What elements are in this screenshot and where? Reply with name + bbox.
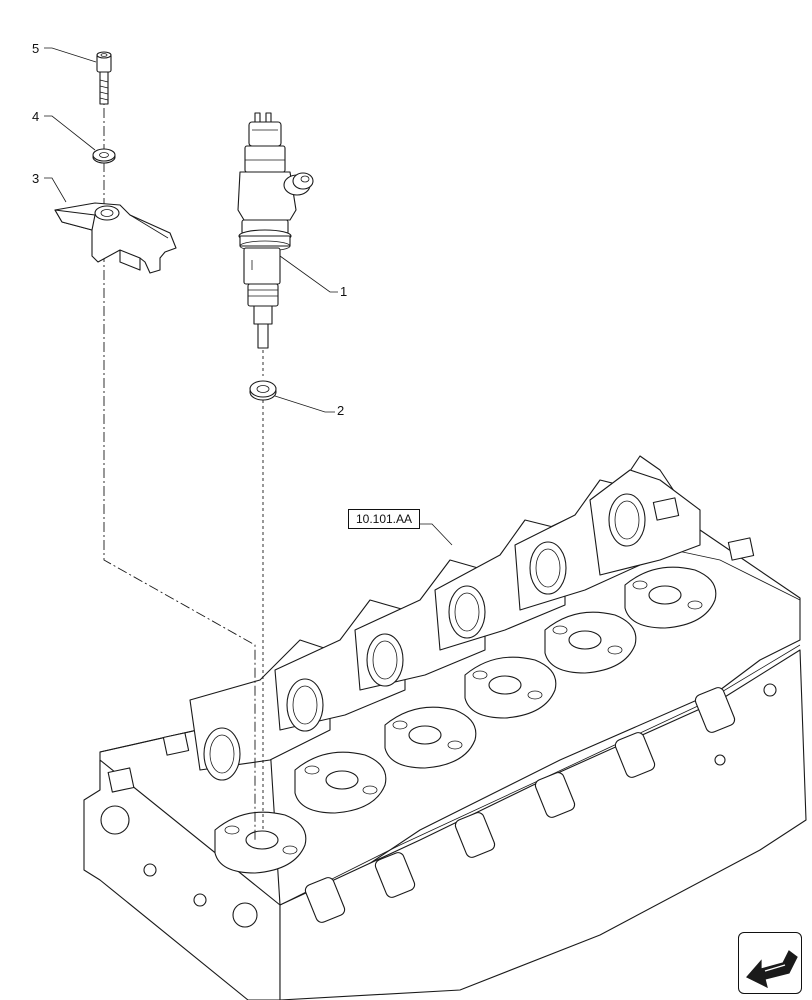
callout-number-3: 3 — [32, 171, 39, 186]
callout-1: 1 — [279, 255, 347, 299]
callout-4: 4 — [32, 109, 96, 151]
cylinder-head-bays — [107, 469, 755, 793]
injector-part — [237, 112, 314, 349]
cylinder-head-side-ports — [100, 683, 777, 928]
reference-label: 10.101.AA — [348, 509, 420, 529]
callout-5: 5 — [32, 41, 97, 63]
cylinder-head — [83, 455, 807, 1000]
callout-number-4: 4 — [32, 109, 39, 124]
callout-2: 2 — [274, 395, 344, 418]
screw-part — [96, 51, 112, 105]
nav-arrow-button[interactable] — [738, 932, 802, 994]
assembly-center-lines — [103, 90, 264, 840]
callout-number-2: 2 — [337, 403, 344, 418]
callout-number-1: 1 — [340, 284, 347, 299]
sealing-washer-part — [249, 380, 277, 401]
callout-number-5: 5 — [32, 41, 39, 56]
reference-leader — [418, 523, 453, 546]
washer-part — [92, 148, 116, 164]
callout-3: 3 — [32, 171, 67, 203]
arrow-icon — [746, 950, 798, 989]
cylinder-head-valve-pads — [214, 566, 717, 874]
clamp-bracket-part — [54, 202, 177, 274]
